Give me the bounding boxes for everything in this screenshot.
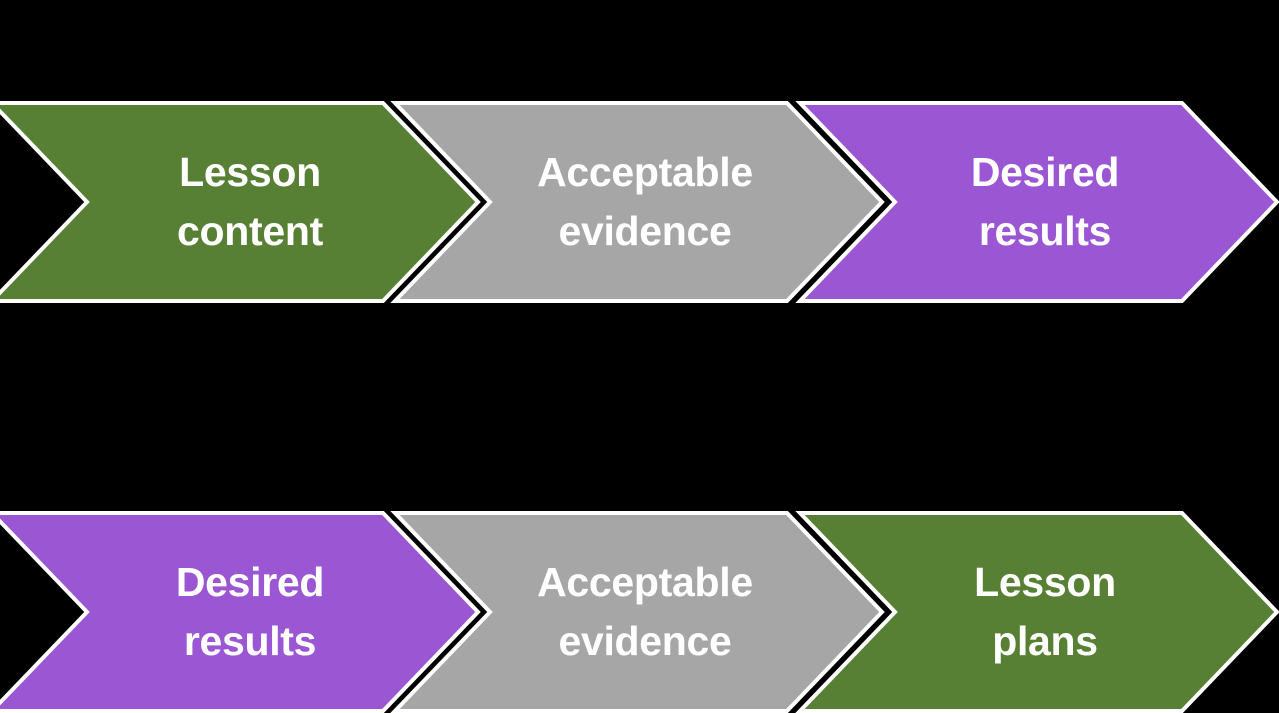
chevron-shape-row1-step3 — [795, 101, 1279, 303]
chevron-shape-row1-step1 — [0, 101, 481, 303]
chevron-shape-row2-step1 — [0, 511, 481, 713]
chevron-row-1-shapes — [0, 101, 1279, 303]
chevron-row-2-shapes — [0, 511, 1279, 713]
chevron-row-forward-design: Lesson content Acceptable evidence Desir… — [0, 101, 1279, 303]
chevron-shape-row1-step2 — [390, 101, 885, 303]
chevron-row-backward-design: Desired results Acceptable evidence Less… — [0, 511, 1279, 713]
